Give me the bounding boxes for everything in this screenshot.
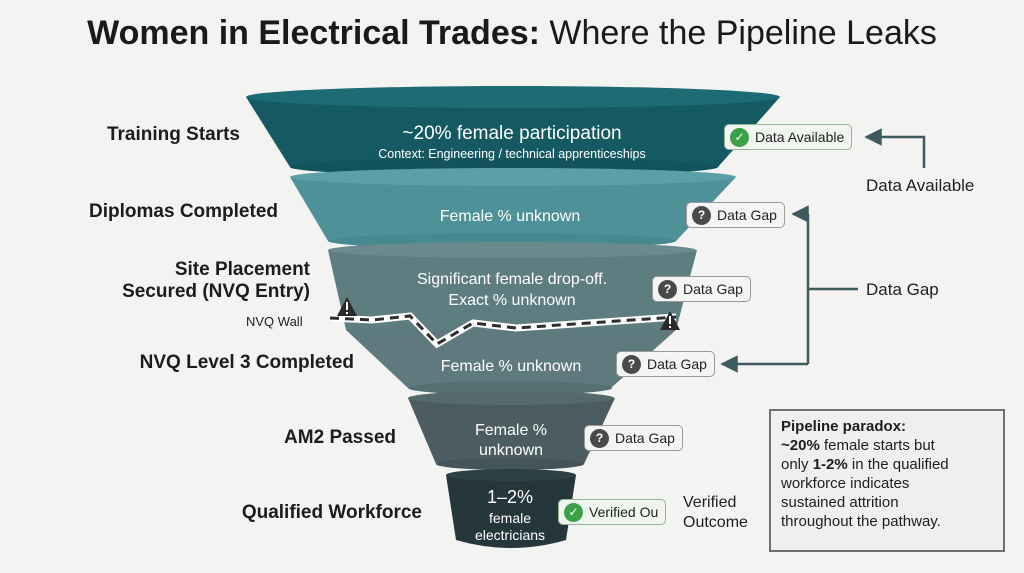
stage-5-value-line1: Female % — [474, 422, 548, 439]
stage-label-site-placement-line2: Secured (NVQ Entry) — [122, 281, 310, 302]
paradox-text-c: in the qualified — [847, 456, 949, 473]
funnel-stage-6-top — [446, 469, 576, 481]
warning-triangle-icon — [337, 297, 357, 316]
stage-label-training-starts: Training Starts — [106, 124, 240, 145]
stage-label-qualified-workforce: Qualified Workforce — [241, 502, 422, 523]
funnel-stage-2-top — [290, 168, 736, 186]
paradox-pct-start: ~20% — [781, 437, 820, 454]
funnel-stage-5-bottom — [436, 458, 584, 470]
stage-4-value: Female % unknown — [440, 358, 582, 375]
funnel-stage-1 — [246, 97, 780, 167]
badge-verified-outcome-label: Verified Ou — [589, 504, 659, 520]
badge-data-gap-diplomas-label: Data Gap — [717, 207, 777, 223]
title-bold: Women in Electrical Trades: — [87, 14, 540, 52]
stage-label-site-placement: Site Placement Secured (NVQ Entry) — [40, 259, 310, 303]
stage-2-value: Female % unknown — [439, 208, 581, 225]
badge-data-gap-diplomas: ? Data Gap — [686, 202, 785, 228]
stage-label-site-placement-line1: Site Placement — [174, 259, 310, 280]
question-circle-icon: ? — [658, 279, 677, 299]
stage-1-value: ~20% female participation — [402, 123, 622, 144]
question-circle-icon: ? — [590, 428, 609, 448]
paradox-title: Pipeline paradox: — [781, 418, 907, 435]
nvq-wall-label: NVQ Wall — [246, 314, 303, 329]
badge-data-gap-placement-label: Data Gap — [683, 281, 743, 297]
paradox-line-4: sustained attrition — [781, 494, 899, 511]
stage-6-value-line1: 1–2% — [486, 487, 534, 507]
check-circle-icon: ✓ — [564, 502, 583, 522]
badge-data-gap-am2: ? Data Gap — [584, 425, 683, 451]
stage-label-am2-passed: AM2 Passed — [284, 427, 396, 448]
badge-data-gap-nvq3-label: Data Gap — [647, 356, 707, 372]
badge-data-gap-nvq3: ? Data Gap — [616, 351, 715, 377]
paradox-pct-end: 1-2% — [812, 456, 848, 473]
paradox-text-b: only — [781, 456, 813, 473]
stage-6-value-line3: electricians — [474, 527, 546, 543]
nvq-wall-line — [329, 312, 677, 349]
funnel-stage-1-top — [246, 86, 780, 108]
paradox-line-5: throughout the pathway. — [781, 513, 941, 530]
funnel-stage-6 — [446, 475, 576, 548]
stage-label-diplomas-completed: Diplomas Completed — [89, 201, 278, 222]
legend-data-gap: Data Gap — [866, 280, 939, 299]
stage-1-context: Context: Engineering / technical apprent… — [378, 147, 646, 161]
funnel-stage-4 — [346, 330, 676, 388]
legend-verified-line2: Outcome — [683, 514, 748, 531]
question-circle-icon: ? — [692, 205, 711, 225]
funnel-stage-4-bottom — [408, 381, 612, 395]
badge-data-gap-placement: ? Data Gap — [652, 276, 751, 302]
badge-verified-outcome: ✓ Verified Ou — [558, 499, 667, 525]
stage-5-value-line2: unknown — [478, 442, 544, 459]
funnel-stage-3-top — [328, 242, 696, 258]
check-circle-icon: ✓ — [730, 127, 749, 147]
funnel-stage-3 — [328, 250, 697, 330]
paradox-line-1: ~20% female starts but — [781, 436, 993, 455]
question-circle-icon: ? — [622, 354, 641, 374]
funnel-stage-5-top — [408, 391, 614, 405]
title-rest: Where the Pipeline Leaks — [549, 14, 937, 52]
data-available-arrow — [864, 128, 926, 168]
warning-triangle-icon — [660, 311, 680, 330]
paradox-line-3: workforce indicates — [781, 475, 910, 492]
stage-label-nvq-level-3: NVQ Level 3 Completed — [139, 352, 354, 373]
paradox-text-a: female starts but — [819, 437, 935, 454]
stage-6-value-line2: female — [488, 510, 532, 526]
legend-data-available: Data Available — [866, 176, 975, 195]
badge-data-available-label: Data Available — [755, 129, 845, 145]
legend-verified-line1: Verified — [683, 494, 737, 511]
funnel-stage-2 — [290, 177, 736, 241]
badge-data-available: ✓ Data Available — [724, 124, 853, 150]
paradox-line-2: only 1-2% in the qualified — [781, 455, 993, 474]
stage-3-value-line2: Exact % unknown — [448, 292, 576, 309]
funnel-stage-5 — [408, 398, 615, 464]
legend-verified-outcome: Verified Outcome — [683, 493, 748, 533]
page-title: Women in Electrical Trades: Where the Pi… — [0, 14, 1024, 53]
stage-3-value-line1: Significant female drop-off. — [416, 271, 608, 288]
pipeline-paradox-box: Pipeline paradox: ~20% female starts but… — [769, 409, 1005, 552]
badge-data-gap-am2-label: Data Gap — [615, 430, 675, 446]
